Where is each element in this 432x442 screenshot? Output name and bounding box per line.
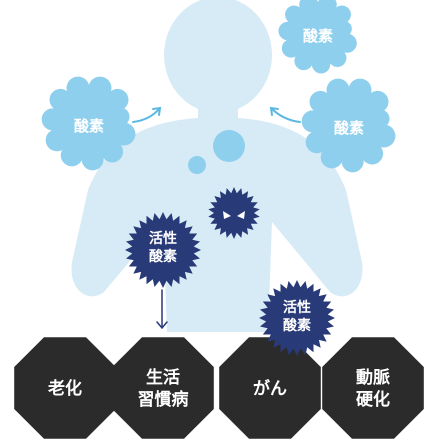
disease-label: 硬化 — [356, 389, 390, 410]
octagon-shape — [14, 337, 116, 439]
radical-left-eye — [223, 211, 231, 219]
disease-label: 老化 — [47, 378, 82, 399]
arrow-left — [132, 106, 162, 123]
active-oxygen-radical-small — [208, 187, 260, 239]
active-oxygen-label: 活性 — [149, 230, 177, 247]
disease-label: 生活 — [146, 367, 180, 388]
bubble-oxygen-small — [188, 156, 206, 174]
arrow-down — [156, 289, 168, 330]
arrow-right — [269, 106, 301, 123]
active-oxygen-label: 活性 — [283, 299, 311, 316]
oxygen-label: 酸素 — [303, 27, 333, 45]
octagon-shape — [322, 337, 424, 439]
octagon-shape — [112, 337, 214, 439]
disease-label: がん — [253, 378, 287, 399]
arrows — [132, 106, 301, 123]
active-oxygen-front — [259, 280, 335, 356]
oxygen-label: 酸素 — [334, 119, 364, 137]
active-oxygen-radical — [125, 212, 201, 288]
disease-label: 習慣病 — [138, 389, 189, 410]
radical-right-eye — [237, 211, 245, 219]
disease-label: 動脈 — [356, 367, 390, 388]
disease-octagon: 老化 — [14, 337, 116, 439]
active-oxygen-label: 酸素 — [149, 248, 177, 265]
disease-octagon: がん — [219, 337, 321, 439]
octagon-shape — [219, 337, 321, 439]
active-oxygen-radical — [259, 280, 335, 356]
radical-face — [223, 211, 245, 219]
active-oxygen-group — [125, 187, 260, 288]
bubble-oxygen — [213, 130, 245, 162]
active-oxygen-label: 酸素 — [283, 317, 311, 334]
head — [164, 0, 272, 113]
oxygen-label: 酸素 — [74, 117, 104, 135]
